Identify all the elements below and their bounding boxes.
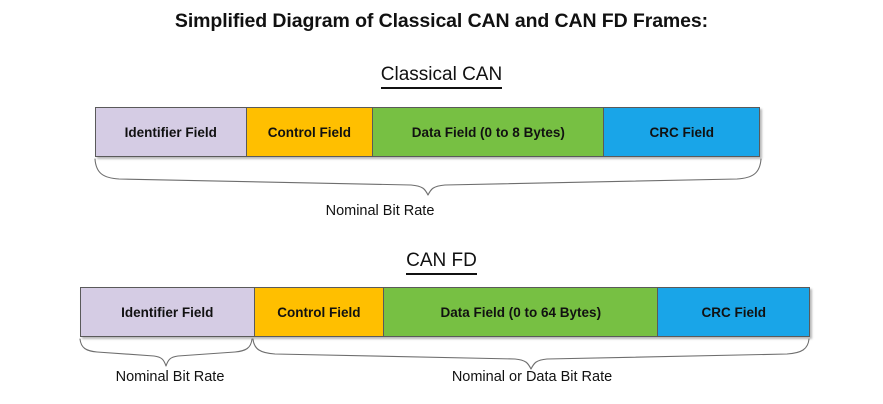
can-fd-nominal-bit-rate-brace-icon [78,337,258,371]
can-fd-control-field[interactable]: Control Field [253,288,384,336]
classical-can-identifier-field[interactable]: Identifier Field [96,108,246,156]
section-heading-can-fd: CAN FD [0,250,883,275]
can-fd-frame: Identifier Field Control Field Data Fiel… [80,287,810,337]
section-heading-classical-can: Classical CAN [0,64,883,89]
classical-can-nominal-bit-rate-brace-icon [93,157,763,197]
classical-can-frame: Identifier Field Control Field Data Fiel… [95,107,760,157]
classical-can-nominal-bit-rate-label: Nominal Bit Rate [325,203,435,219]
can-fd-nominal-or-data-bit-rate-label: Nominal or Data Bit Rate [451,369,613,385]
can-fd-identifier-field[interactable]: Identifier Field [81,288,254,336]
classical-can-crc-field[interactable]: CRC Field [603,108,759,156]
page-title: Simplified Diagram of Classical CAN and … [174,10,709,32]
can-fd-nominal-or-data-bit-rate-brace-icon [251,337,813,371]
section-heading-classical-can-text: Classical CAN [380,64,503,89]
classical-can-control-field[interactable]: Control Field [245,108,373,156]
can-fd-nominal-bit-rate-label: Nominal Bit Rate [115,369,225,385]
can-fd-data-field[interactable]: Data Field (0 to 64 Bytes) [383,288,658,336]
classical-can-data-field[interactable]: Data Field (0 to 8 Bytes) [372,108,604,156]
can-fd-crc-field[interactable]: CRC Field [657,288,809,336]
section-heading-can-fd-text: CAN FD [406,250,477,275]
